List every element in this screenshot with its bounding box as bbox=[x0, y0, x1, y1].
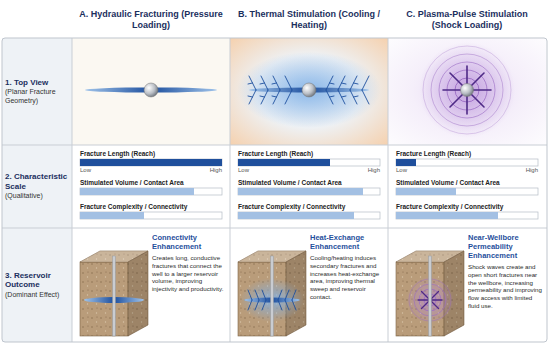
bar-title: Fracture Complexity / Connectivity bbox=[80, 203, 222, 211]
body-text: Shock waves create and open short fractu… bbox=[468, 263, 543, 310]
scale-label: Low bbox=[396, 167, 456, 174]
scale-bar bbox=[238, 212, 380, 219]
body-text: (Qualitative) bbox=[5, 192, 69, 200]
heading-text: 3. Reservoir Outcome bbox=[5, 271, 69, 290]
shock-ring bbox=[439, 62, 495, 118]
bar-title: Stimulated Volume / Contact Area bbox=[396, 179, 538, 187]
scale-fill bbox=[396, 159, 416, 166]
scale-bar bbox=[80, 212, 222, 219]
scale-bar bbox=[396, 212, 538, 219]
scale-fill bbox=[396, 188, 456, 195]
scale-fill bbox=[80, 159, 222, 166]
row-header: 3. Reservoir Outcome(Dominant Effect) bbox=[5, 230, 69, 340]
outcome-panel: Heat-Exchange EnhancementCooling/heating… bbox=[310, 233, 385, 339]
body-text: (Dominant Effect) bbox=[5, 291, 69, 299]
wellbore-pipe bbox=[429, 256, 432, 336]
body-text: Creates long, conductive fractures that … bbox=[152, 254, 227, 293]
cooling-glow bbox=[237, 52, 381, 128]
shock-glow bbox=[419, 42, 515, 138]
radial-fractures bbox=[443, 66, 491, 114]
scale-bar bbox=[396, 159, 538, 166]
heading-text: A. Hydraulic Fracturing (Pressure Loadin… bbox=[76, 9, 226, 31]
heading-text: C. Plasma-Pulse Stimulation (Shock Loadi… bbox=[392, 9, 542, 31]
scale-fill bbox=[80, 212, 144, 219]
scale-label: Low bbox=[80, 167, 140, 174]
top-view-ground bbox=[72, 38, 230, 145]
heading-text: B. Thermal Stimulation (Cooling / Heatin… bbox=[234, 9, 384, 31]
bar-title: Fracture Length (Reach) bbox=[80, 150, 222, 158]
body-text: Cooling/heating induces secondary fractu… bbox=[310, 254, 385, 301]
scale-label: High bbox=[162, 167, 222, 174]
row-header: 1. Top View(Planar Fracture Geometry) bbox=[5, 40, 69, 143]
scale-bar bbox=[396, 188, 538, 195]
rock-shade bbox=[128, 251, 148, 336]
bar-title: Fracture Length (Reach) bbox=[396, 150, 538, 158]
body-text: (Planar Fracture Geometry) bbox=[5, 88, 69, 105]
shock-ring bbox=[423, 46, 511, 134]
scale-fill bbox=[238, 188, 363, 195]
scale-bar bbox=[80, 159, 222, 166]
bar-title: Stimulated Volume / Contact Area bbox=[238, 179, 380, 187]
heading-text: Connectivity Enhancement bbox=[152, 233, 227, 251]
bar-title: Fracture Complexity / Connectivity bbox=[238, 203, 380, 211]
scale-label: High bbox=[320, 167, 380, 174]
heading-text: 1. Top View bbox=[5, 78, 69, 88]
column-header: B. Thermal Stimulation (Cooling / Heatin… bbox=[234, 3, 384, 36]
heading-text: Near-Wellbore Permeability Enhancement bbox=[468, 233, 543, 260]
wellbore-symbol bbox=[302, 83, 316, 97]
row-header-band bbox=[2, 38, 72, 342]
heading-text: Heat-Exchange Enhancement bbox=[310, 233, 385, 251]
column-header: A. Hydraulic Fracturing (Pressure Loadin… bbox=[76, 3, 226, 36]
wellbore-symbol bbox=[461, 84, 474, 97]
table-border bbox=[2, 38, 547, 342]
scale-bar bbox=[238, 159, 380, 166]
scale-label: Low bbox=[238, 167, 298, 174]
outcome-panel: Near-Wellbore Permeability EnhancementSh… bbox=[468, 233, 543, 339]
secondary-fractures bbox=[248, 76, 369, 104]
outcome-panel: Connectivity EnhancementCreates long, co… bbox=[152, 233, 227, 339]
scale-fill bbox=[238, 159, 330, 166]
bar-title: Stimulated Volume / Contact Area bbox=[80, 179, 222, 187]
row-header: 2. Characteristic Scale(Qualitative) bbox=[5, 147, 69, 226]
scale-fill bbox=[396, 212, 498, 219]
wellbore-symbol bbox=[144, 83, 158, 97]
rock-block bbox=[128, 251, 148, 336]
column-header: C. Plasma-Pulse Stimulation (Shock Loadi… bbox=[392, 3, 542, 36]
scale-bar bbox=[238, 188, 380, 195]
scale-label: High bbox=[478, 167, 538, 174]
wellbore-pipe bbox=[113, 256, 116, 336]
bar-title: Fracture Complexity / Connectivity bbox=[396, 203, 538, 211]
scale-fill bbox=[238, 212, 354, 219]
wellbore-pipe bbox=[271, 256, 274, 336]
shock-ring bbox=[431, 54, 503, 126]
scale-fill bbox=[80, 188, 194, 195]
heading-text: 2. Characteristic Scale bbox=[5, 172, 69, 191]
grid-line bbox=[2, 38, 547, 342]
bar-title: Fracture Length (Reach) bbox=[238, 150, 380, 158]
scale-bar bbox=[80, 188, 222, 195]
top-view-ground bbox=[388, 38, 546, 145]
top-view-ground bbox=[230, 38, 388, 145]
